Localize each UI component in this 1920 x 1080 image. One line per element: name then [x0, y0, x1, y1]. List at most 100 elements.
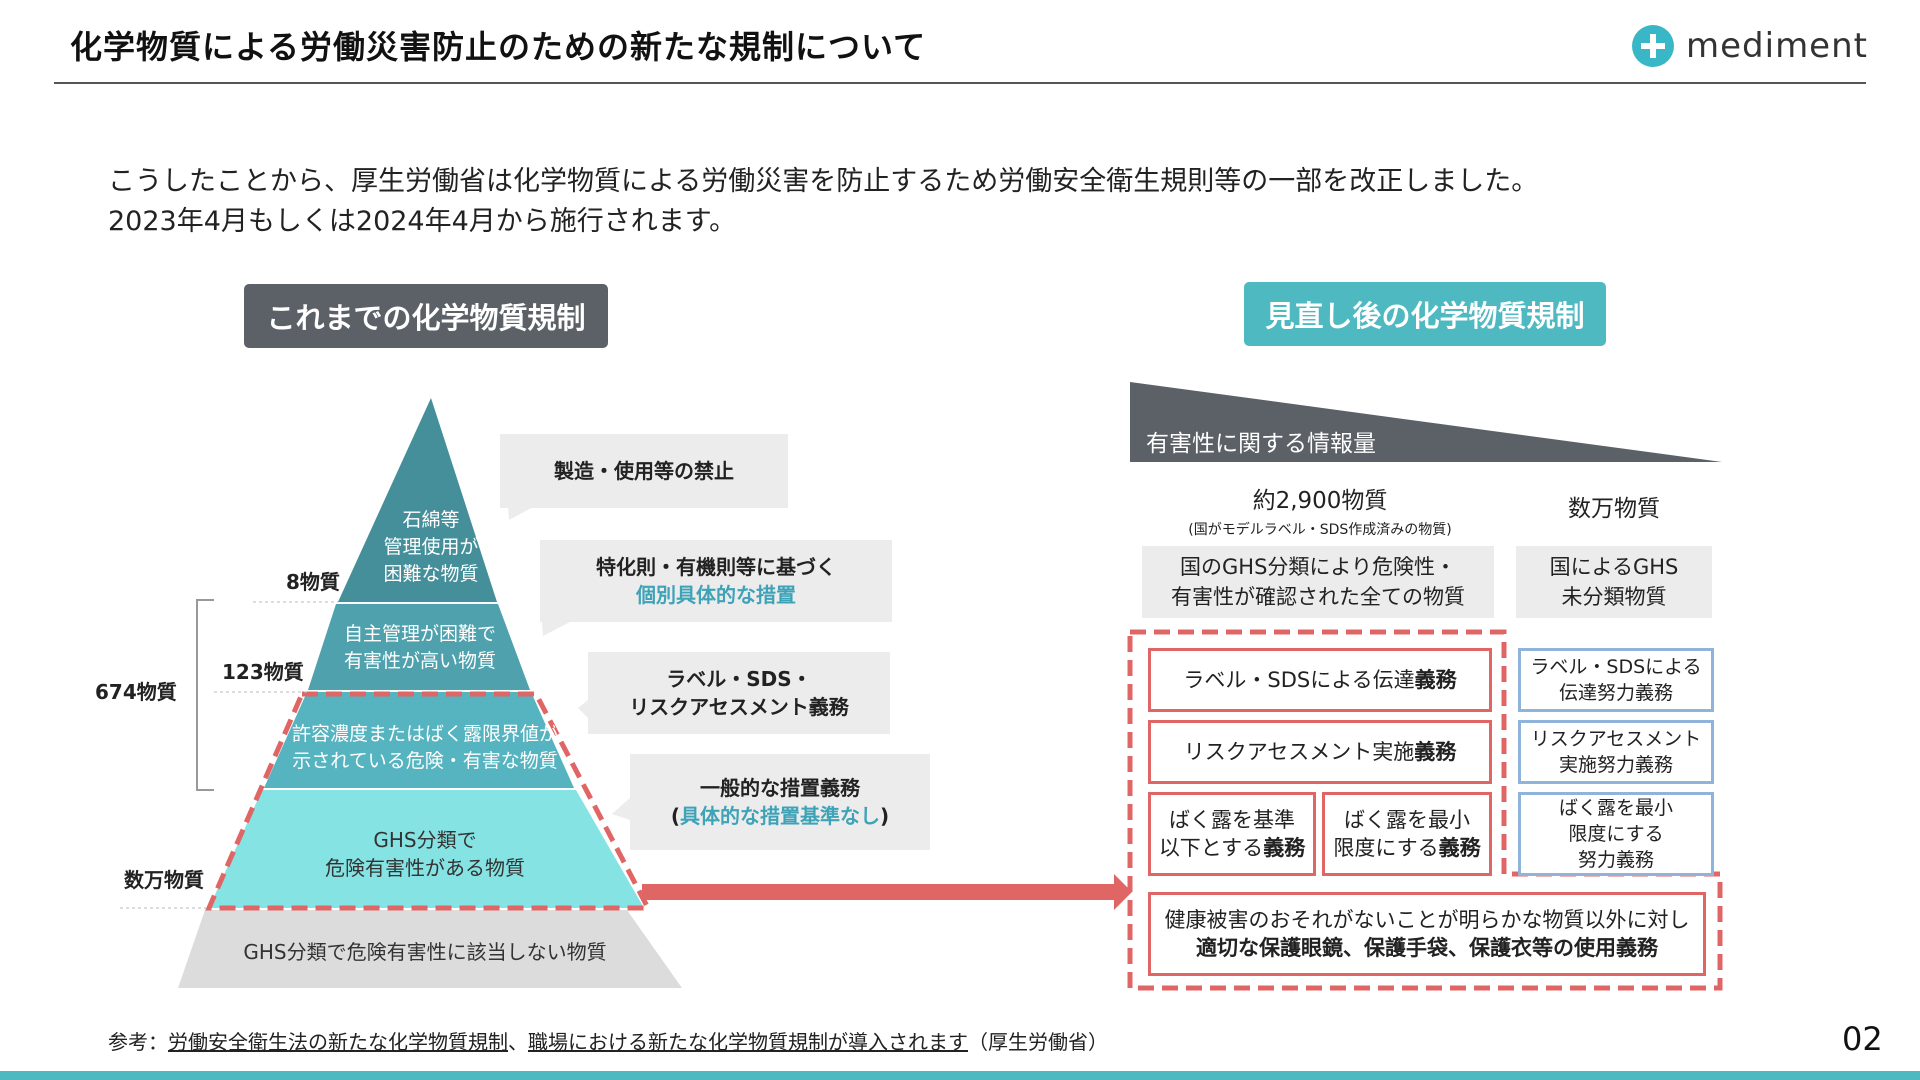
mediment-logo: mediment — [1632, 24, 1868, 68]
logo-text: mediment — [1686, 26, 1868, 66]
obligation-line: 以下とする義務 — [1159, 834, 1305, 862]
effort-text: リスクアセスメント — [1530, 728, 1702, 750]
page-number: 02 — [1842, 1020, 1883, 1058]
intro-line-2: 2023年4月もしくは2024年4月から施行されます。 — [108, 206, 737, 237]
pyramid-tier-4 — [209, 790, 644, 908]
tier-4-label: GHS分類で 危険有害性がある物質 — [280, 822, 570, 886]
tier-3-line: 許容濃度またはばく露限界値が — [291, 723, 558, 745]
callout-pointer-1 — [508, 506, 535, 520]
callout-label-sds: ラベル・SDS・ リスクアセスメント義務 — [588, 652, 890, 734]
count-many: 数万物質 — [124, 868, 204, 892]
pyramid-base-label: GHS分類で危険有害性に該当しない物質 — [243, 939, 607, 964]
effort-risk-assessment: リスクアセスメント 実施努力義務 — [1518, 720, 1714, 784]
obligation-emphasis: 義務 — [1414, 668, 1457, 692]
callout-general-line2: (具体的な措置基準なし) — [671, 802, 889, 830]
tier-2-label: 自主管理が困難で 有害性が高い物質 — [320, 620, 520, 676]
obligation-risk-assessment-text: リスクアセスメント実施義務 — [1184, 738, 1457, 766]
reference-link-1[interactable]: 労働安全衛生法の新たな化学物質規制 — [168, 1030, 508, 1054]
obligation-text: ばく露を基準 — [1169, 808, 1295, 832]
obligation-label-sds: ラベル・SDSによる伝達義務 — [1148, 648, 1492, 712]
callout-ban-text: 製造・使用等の禁止 — [554, 459, 734, 483]
footer-separator: 、 — [508, 1030, 528, 1054]
tier-4-line: GHS分類で — [373, 828, 477, 852]
col1-desc-line: 有害性が確認された全ての物質 — [1171, 585, 1465, 609]
col1-desc: 国のGHS分類により危険性・ 有害性が確認された全ての物質 — [1142, 546, 1494, 618]
tier-2-line: 有害性が高い物質 — [343, 650, 496, 672]
arrow-shaft — [642, 884, 1117, 900]
info-label: 有害性に関する情報量 — [1146, 431, 1376, 457]
intro-text: こうしたことから、厚生労働省は化学物質による労働災害を防止するため労働安全衛生規… — [108, 162, 1538, 242]
tier-1-line: 管理使用が — [383, 535, 479, 558]
effort-text: 実施努力義務 — [1558, 754, 1673, 776]
callout-general-line1: 一般的な措置義務 — [700, 776, 860, 800]
callout-label-sds-line1: ラベル・SDS・ — [666, 667, 812, 691]
obligation-text: リスクアセスメント実施 — [1183, 740, 1415, 764]
col1-desc-line: 国のGHS分類により危険性・ — [1180, 555, 1456, 579]
pyramid-highlight — [205, 691, 653, 911]
paren-open: ( — [670, 804, 680, 828]
paren-close: ) — [880, 804, 890, 828]
obligation-exposure-standard: ばく露を基準 以下とする義務 — [1148, 792, 1316, 876]
col2-title: 数万物質 — [1568, 496, 1660, 522]
old-regulation-heading: これまでの化学物質規制 — [244, 284, 608, 348]
obligation-risk-assessment: リスクアセスメント実施義務 — [1148, 720, 1492, 784]
pyramid-tier-1 — [338, 398, 497, 602]
obligation-emphasis: 義務 — [1438, 836, 1481, 860]
count-674: 674物質 — [95, 680, 177, 704]
callout-specific-line2: 個別具体的な措置 — [636, 583, 796, 607]
col2-desc: 国によるGHS 未分類物質 — [1516, 546, 1712, 618]
effort-text: 伝達努力義務 — [1558, 682, 1673, 704]
callout-label-sds-line2: リスクアセスメント義務 — [629, 695, 849, 719]
count-123: 123物質 — [222, 660, 304, 684]
footer-suffix: （厚生労働省） — [968, 1030, 1108, 1054]
bottom-accent-bar — [0, 1071, 1920, 1080]
bracket-674 — [196, 599, 214, 791]
tier-4-line: 危険有害性がある物質 — [325, 856, 525, 880]
col2-desc-line: 国によるGHS — [1549, 555, 1679, 579]
callout-pointer-4 — [612, 798, 630, 820]
col1-note: (国がモデルラベル・SDS作成済みの物質) — [1188, 522, 1452, 538]
pyramid-base — [178, 910, 682, 988]
obligation-text: 以下とする — [1158, 836, 1264, 860]
header-divider — [54, 82, 1866, 84]
callout-pointer-2 — [542, 622, 570, 636]
tier-3-line: 示されている危険・有害な物質 — [292, 750, 558, 772]
callout-pointer-3 — [578, 700, 588, 718]
footer-prefix: 参考： — [108, 1030, 168, 1054]
obligation-line: 限度にする義務 — [1333, 834, 1480, 862]
tier-1-label: 石綿等 管理使用が 困難な物質 — [368, 506, 494, 588]
protective-line2: 適切な保護眼鏡、保護手袋、保護衣等の使用義務 — [1196, 936, 1658, 960]
count-8: 8物質 — [286, 570, 340, 594]
obligation-emphasis: 義務 — [1414, 740, 1457, 764]
protective-line1: 健康被害のおそれがないことが明らかな物質以外に対し — [1164, 908, 1690, 932]
tier-2-line: 自主管理が困難で — [343, 623, 496, 645]
pyramid-tier-2 — [308, 604, 530, 690]
pyramid-tier-3 — [264, 692, 574, 788]
obligation-text: 限度にする — [1333, 836, 1439, 860]
effort-label-sds: ラベル・SDSによる 伝達努力義務 — [1518, 648, 1714, 712]
new-regulation-heading: 見直し後の化学物質規制 — [1244, 282, 1606, 346]
callout-specific: 特化則・有機則等に基づく 個別具体的な措置 — [540, 540, 892, 622]
callout-general: 一般的な措置義務 (具体的な措置基準なし) — [630, 754, 930, 850]
obligation-exposure-minimum: ばく露を最小 限度にする義務 — [1322, 792, 1492, 876]
obligation-text: ラベル・SDSによる伝達 — [1183, 668, 1415, 692]
obligation-text: ばく露を最小 — [1344, 808, 1470, 832]
obligation-label-sds-text: ラベル・SDSによる伝達義務 — [1183, 666, 1456, 694]
intro-line-1: こうしたことから、厚生労働省は化学物質による労働災害を防止するため労働安全衛生規… — [108, 166, 1539, 197]
col1-header: 約2,900物質 (国がモデルラベル・SDS作成済みの物質) — [1142, 480, 1498, 540]
info-wedge — [1130, 382, 1722, 462]
reference-footer: 参考：労働安全衛生法の新たな化学物質規制、職場における新たな化学物質規制が導入さ… — [108, 1026, 1108, 1055]
callout-ban: 製造・使用等の禁止 — [500, 434, 788, 508]
effort-text: ラベル・SDSによる — [1530, 656, 1702, 678]
reference-link-2[interactable]: 職場における新たな化学物質規制が導入されます — [528, 1030, 968, 1054]
tier-1-line: 石綿等 — [402, 508, 460, 531]
effort-exposure-minimum: ばく露を最小 限度にする 努力義務 — [1518, 792, 1714, 876]
page-title: 化学物質による労働災害防止のための新たな規制について — [70, 28, 927, 66]
tier-3-label: 許容濃度またはばく露限界値が 示されている危険・有害な物質 — [280, 720, 570, 776]
effort-text: 努力義務 — [1577, 849, 1654, 871]
effort-text: 限度にする — [1568, 823, 1664, 845]
callout-specific-line1: 特化則・有機則等に基づく — [596, 555, 836, 579]
tier-1-line: 困難な物質 — [383, 562, 479, 585]
new-highlight-region — [1127, 629, 1723, 991]
col2-desc-line: 未分類物質 — [1561, 585, 1667, 609]
